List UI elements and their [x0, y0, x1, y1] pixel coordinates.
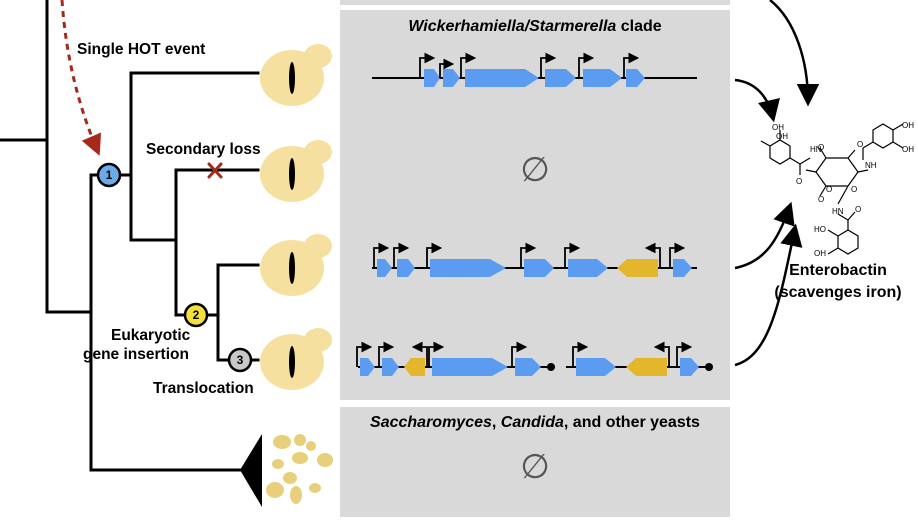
svg-text:OH: OH: [902, 121, 914, 130]
panel-title-bottom-italic-2: Candida: [500, 414, 564, 431]
gene-arrow: [424, 69, 440, 87]
gene-arrow: [568, 259, 608, 277]
gene-arrow: [515, 358, 541, 376]
yeast-cell-4: [260, 328, 332, 390]
svg-text:OH: OH: [814, 249, 826, 258]
svg-text:O: O: [857, 140, 863, 149]
panel-title-bottom: Saccharomyces, Candida, and other yeasts: [340, 414, 730, 432]
empty-set-top: ∅: [520, 150, 550, 190]
gene-arrow: [397, 259, 415, 277]
gene-arrow: [377, 259, 392, 277]
panel-title-top-plain: clade: [616, 18, 662, 35]
label-hot-event: Single HOT event: [77, 41, 206, 58]
gene-arrow: [626, 69, 645, 87]
empty-set-bottom: ∅: [520, 447, 550, 487]
gene-arrow-eukaryotic: [617, 259, 658, 277]
svg-text:1: 1: [106, 168, 113, 182]
panel-title-bottom-italic-1: Saccharomyces: [370, 414, 492, 431]
enterobactin-structure: [760, 123, 904, 255]
gene-cluster-row4: [356, 341, 713, 376]
panel-title-bottom-plain: , and other yeasts: [563, 414, 700, 431]
svg-text:O: O: [796, 177, 802, 186]
svg-text:NH: NH: [865, 161, 877, 170]
node-1: 1: [96, 162, 122, 188]
svg-text:HO: HO: [814, 225, 826, 234]
gene-arrow: [680, 358, 699, 376]
node-3: 3: [227, 347, 253, 373]
gene-arrow: [430, 259, 506, 277]
gene-arrow: [360, 358, 375, 376]
svg-text:O: O: [818, 195, 824, 204]
label-enterobactin: Enterobactin: [789, 262, 887, 279]
hot-event-arrow: [60, 0, 102, 156]
collapsed-clade-triangle: [240, 434, 262, 507]
gene-arrow: [583, 69, 622, 87]
phylogenetic-tree: [0, 0, 260, 472]
panel-title-top-italic: Wickerhamiella/Starmerella: [408, 18, 617, 35]
gene-arrow: [524, 259, 554, 277]
svg-text:OH: OH: [772, 123, 784, 132]
label-enterobactin-function: (scavenges iron): [774, 284, 902, 301]
gene-arrow: [382, 358, 399, 376]
label-eukaryotic-line2: gene insertion: [83, 346, 189, 363]
svg-text:HN: HN: [832, 207, 844, 216]
panel-title-bottom-sep: ,: [491, 414, 501, 431]
yeast-cluster-image: [266, 434, 333, 504]
gene-arrow: [432, 358, 508, 376]
svg-text:OH: OH: [776, 132, 788, 141]
svg-text:O: O: [851, 185, 857, 194]
gene-cluster-row1: [372, 52, 697, 87]
loss-cross-icon: [207, 162, 223, 179]
gene-arrow-eukaryotic: [626, 358, 667, 376]
label-eukaryotic-line1: Eukaryotic: [111, 327, 191, 344]
gene-arrow: [443, 69, 460, 87]
svg-text:3: 3: [237, 353, 244, 367]
gene-arrow: [576, 358, 616, 376]
node-2: 2: [183, 302, 209, 328]
svg-text:O: O: [818, 143, 824, 152]
label-translocation: Translocation: [153, 380, 254, 397]
panel-other-yeasts: [340, 407, 730, 517]
svg-text:HN: HN: [810, 145, 822, 154]
gene-cluster-row3: [372, 242, 697, 277]
yeast-cell-2: [260, 140, 332, 202]
synthesis-arrows: [734, 0, 820, 367]
enterobactin-atoms: OH OH O HN O O NH OH OH O O O HN O HO OH: [772, 121, 914, 258]
panel-wickerhamiella: [340, 10, 730, 400]
label-secondary-loss: Secondary loss: [146, 141, 261, 158]
yeast-cell-1: [260, 44, 332, 106]
panel-top-bar: [340, 0, 730, 5]
yeast-cell-3: [260, 234, 332, 296]
gene-arrow: [545, 69, 576, 87]
svg-text:O: O: [855, 205, 861, 214]
svg-text:OH: OH: [902, 145, 914, 154]
svg-text:O: O: [826, 185, 832, 194]
gene-arrow: [465, 69, 539, 87]
gene-arrow-eukaryotic: [404, 358, 425, 376]
panel-title-top: Wickerhamiella/Starmerella clade: [340, 18, 730, 36]
svg-text:2: 2: [193, 308, 200, 322]
gene-arrow: [673, 259, 692, 277]
